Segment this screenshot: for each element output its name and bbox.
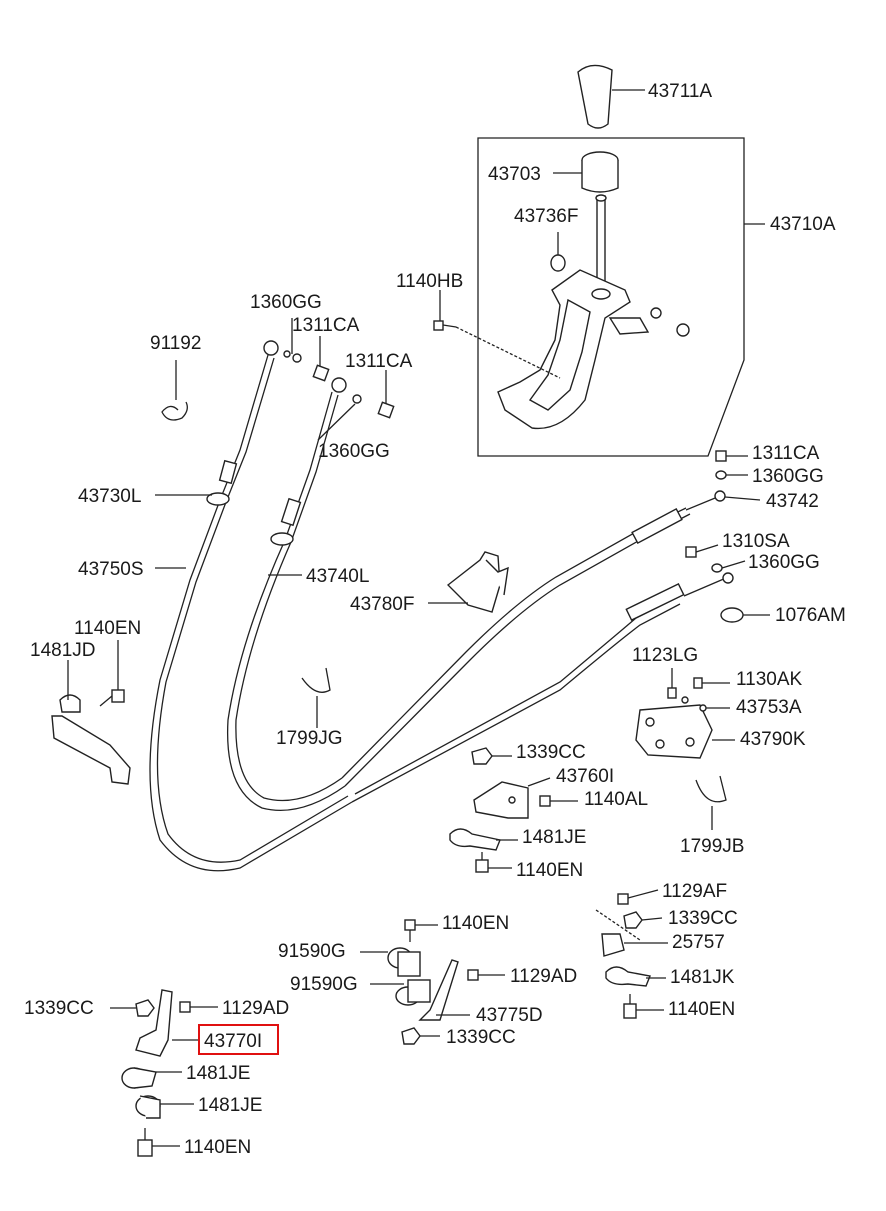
label-1140AL: 1140AL <box>584 789 648 810</box>
nut-1339CC-a[interactable] <box>471 747 493 765</box>
label-43710A: 43710A <box>770 214 836 235</box>
grommet-91590G-a[interactable] <box>387 947 421 977</box>
label-1360GG-a: 1360GG <box>250 292 322 313</box>
bracket-43760I[interactable] <box>473 781 529 819</box>
label-43790K: 43790K <box>740 729 806 750</box>
highlight-box <box>198 1024 279 1055</box>
bracket-43780F[interactable] <box>446 551 509 613</box>
bolt-1140HB[interactable] <box>433 320 457 331</box>
label-43750S: 43750S <box>78 559 144 580</box>
cable-right-upper[interactable] <box>341 490 734 803</box>
nut-1339CC-c[interactable] <box>401 1027 421 1045</box>
cable-end-upper-2[interactable] <box>331 377 395 419</box>
label-43760I: 43760I <box>556 766 614 787</box>
bolt-1140EN-d[interactable] <box>623 994 637 1019</box>
label-43753A: 43753A <box>736 697 802 718</box>
bolt-1140AL[interactable] <box>539 795 551 807</box>
label-1360GG-d: 1360GG <box>748 552 820 573</box>
label-1481JE-c: 1481JE <box>198 1095 262 1116</box>
bushing-43736F[interactable] <box>550 254 566 272</box>
bolt-1140EN-b[interactable] <box>475 852 489 873</box>
bracket-43790K[interactable] <box>635 704 713 759</box>
nut-1339CC-d[interactable] <box>135 999 155 1017</box>
label-1481JD: 1481JD <box>30 640 96 661</box>
shift-shaft <box>595 194 607 285</box>
clip-1481JK[interactable] <box>605 966 651 987</box>
label-43711A: 43711A <box>648 81 712 102</box>
label-1140EN-a: 1140EN <box>74 618 141 639</box>
label-25757: 25757 <box>672 932 725 953</box>
label-1360GG-c: 1360GG <box>752 466 824 487</box>
nut-1339CC-b[interactable] <box>623 911 643 929</box>
bolt-1140EN-e[interactable] <box>137 1128 153 1157</box>
label-43775D: 43775D <box>476 1005 543 1026</box>
bracket-25757[interactable] <box>601 933 625 957</box>
bracket-1481JD[interactable] <box>51 694 131 785</box>
label-43703: 43703 <box>488 164 541 185</box>
label-43736F: 43736F <box>514 206 578 227</box>
label-1339CC-c: 1339CC <box>446 1027 516 1048</box>
label-1140HB: 1140HB <box>396 271 463 292</box>
bolt-1129AF[interactable] <box>617 893 629 905</box>
bracket-43775D[interactable] <box>418 959 459 1021</box>
label-1140EN-e: 1140EN <box>184 1137 251 1158</box>
label-1339CC-d: 1339CC <box>24 998 94 1019</box>
cable-43750S[interactable] <box>149 354 353 872</box>
label-43730L: 43730L <box>78 486 141 507</box>
clip-1799JB[interactable] <box>695 775 727 803</box>
label-1311CA-c: 1311CA <box>752 443 820 464</box>
label-43742: 43742 <box>766 491 819 512</box>
shift-lever-box <box>477 137 745 457</box>
label-1481JE-a: 1481JE <box>522 827 586 848</box>
bracket-43770I[interactable] <box>135 989 173 1057</box>
label-1799JB: 1799JB <box>680 836 744 857</box>
label-1076AM: 1076AM <box>775 605 846 626</box>
label-43740L: 43740L <box>306 566 369 587</box>
label-1360GG-b: 1360GG <box>318 441 390 462</box>
clip-1799JG[interactable] <box>301 667 331 693</box>
clip-1481JE-a[interactable] <box>449 828 501 851</box>
bolt-1140EN-c[interactable] <box>404 919 416 942</box>
label-1129AF: 1129AF <box>662 881 727 902</box>
label-1481JK: 1481JK <box>670 967 735 988</box>
label-1130AK: 1130AK <box>736 669 803 690</box>
label-1311CA-b: 1311CA <box>345 351 413 372</box>
clip-91192[interactable] <box>161 401 188 421</box>
grommet-91590G-b[interactable] <box>395 979 431 1006</box>
label-43780F: 43780F <box>350 594 414 615</box>
label-1140EN-c: 1140EN <box>442 913 509 934</box>
shift-boot[interactable] <box>581 151 619 193</box>
label-1310SA: 1310SA <box>722 531 790 552</box>
label-1481JE-b: 1481JE <box>186 1063 250 1084</box>
label-1140EN-b: 1140EN <box>516 860 583 881</box>
label-1799JG: 1799JG <box>276 728 343 749</box>
bolt-1129AD-a[interactable] <box>467 969 479 981</box>
cable-43740L[interactable] <box>226 391 346 811</box>
cable-end-upper-1[interactable] <box>263 340 330 382</box>
label-1129AD-a: 1129AD <box>510 966 577 987</box>
bolt-1129AD-b[interactable] <box>179 1001 191 1013</box>
label-1311CA-a: 1311CA <box>292 315 360 336</box>
bolt-1140EN-a[interactable] <box>99 689 125 707</box>
label-1140EN-d: 1140EN <box>668 999 735 1020</box>
lever-bracket[interactable] <box>497 269 690 430</box>
label-91590G-a: 91590G <box>278 941 346 962</box>
label-43770I[interactable]: 43770I <box>204 1031 262 1052</box>
label-1339CC-b: 1339CC <box>668 908 738 929</box>
label-1129AD-b: 1129AD <box>222 998 289 1019</box>
shift-knob[interactable] <box>577 64 613 129</box>
label-1123LG: 1123LG <box>632 645 698 666</box>
label-91590G-b: 91590G <box>290 974 358 995</box>
hardware-right[interactable] <box>685 450 744 623</box>
label-91192: 91192 <box>150 333 201 354</box>
clip-1481JE-b[interactable] <box>121 1067 157 1089</box>
label-1339CC-a: 1339CC <box>516 742 586 763</box>
clip-1481JE-c[interactable] <box>135 1095 161 1119</box>
